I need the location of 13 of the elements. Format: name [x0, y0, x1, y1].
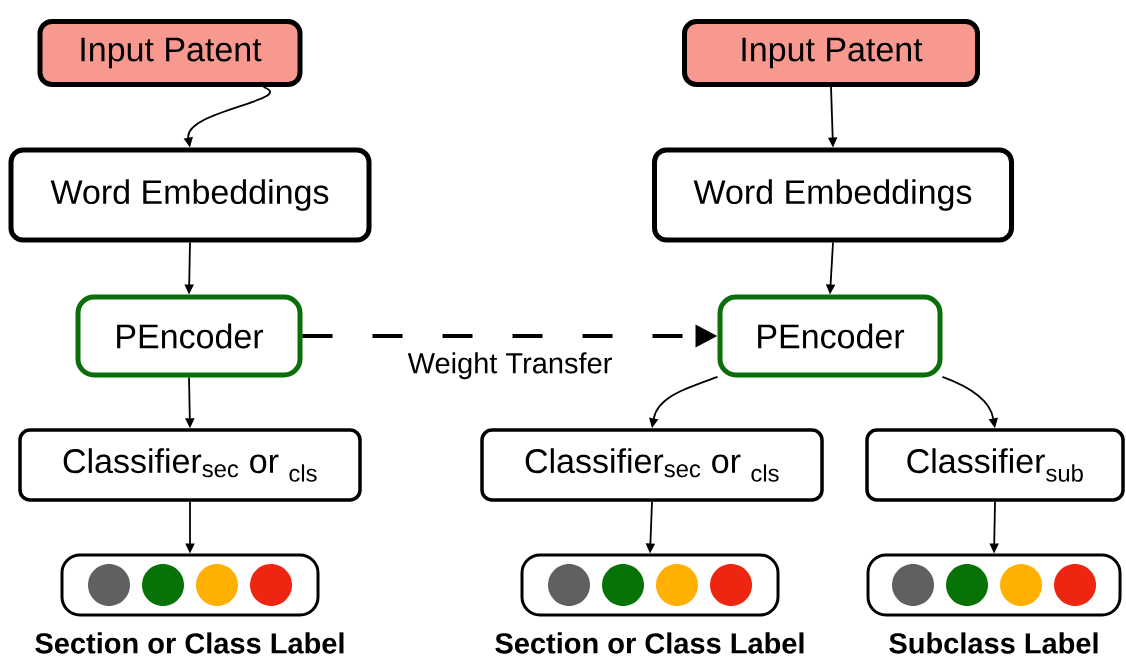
embedding-box: Word Embeddings [652, 147, 1014, 243]
classifier-box: Classifier$_{sub}$ [865, 428, 1125, 502]
edge-label: Weight Transfer [407, 352, 612, 380]
encoder-box: PEncoder [717, 294, 943, 378]
output-label: Subclass Label [889, 632, 1098, 654]
encoder-box: PEncoder [75, 294, 303, 378]
embedding-box: Word Embeddings [8, 147, 372, 243]
input-box: Input Patent [682, 19, 980, 87]
classifier-box: Classifier$_{sec}$ or $_{cls}$ [480, 428, 824, 502]
output-label: Section or Class Label [495, 632, 804, 654]
output-label: Section or Class Label [35, 632, 344, 654]
input-box: Input Patent [37, 19, 303, 87]
classifier-box: Classifier$_{sec}$ or $_{cls}$ [18, 428, 362, 502]
